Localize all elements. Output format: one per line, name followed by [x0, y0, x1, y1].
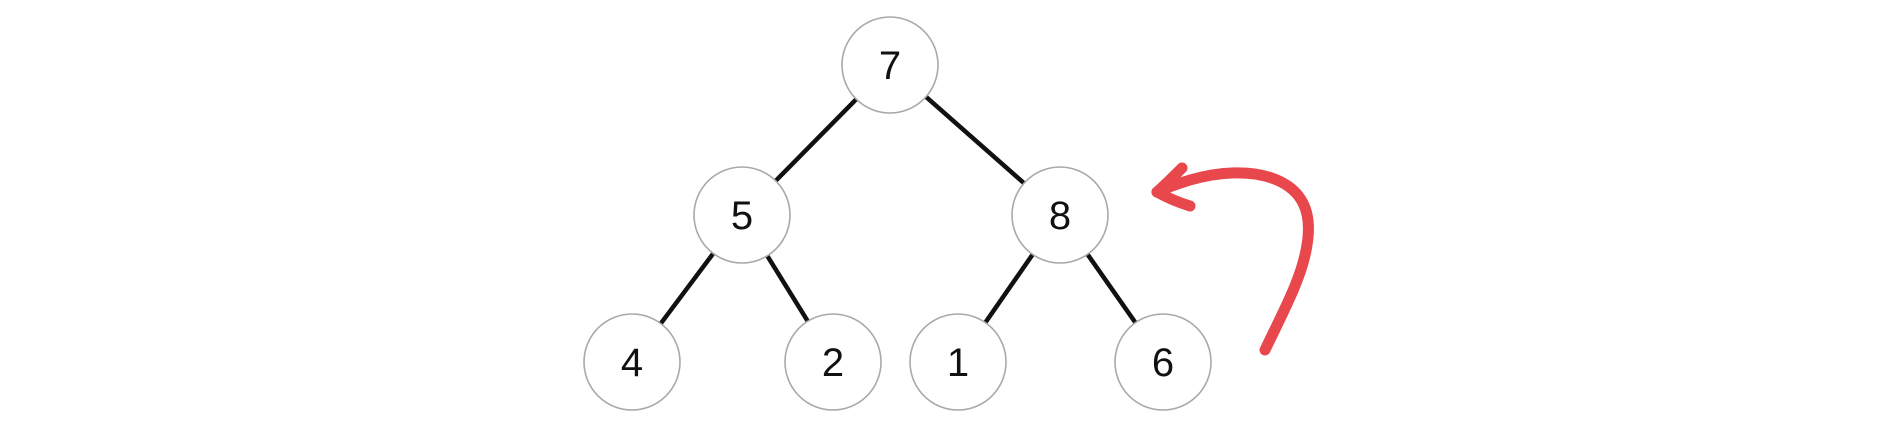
edge-5-4	[658, 252, 716, 325]
tree-node-6[interactable]: 6	[1114, 313, 1212, 411]
tree-node-2[interactable]: 2	[784, 313, 882, 411]
node-label: 6	[1152, 341, 1174, 385]
tree-node-8[interactable]: 8	[1011, 166, 1109, 264]
edge-8-1	[983, 253, 1035, 324]
node-circle	[1114, 313, 1212, 411]
edge-8-6	[1085, 253, 1138, 324]
tree-node-5[interactable]: 5	[693, 166, 791, 264]
node-label: 7	[879, 44, 901, 88]
node-circle	[1011, 166, 1109, 264]
tree-node-4[interactable]: 4	[583, 313, 681, 411]
tree-node-1[interactable]: 1	[909, 313, 1007, 411]
node-circle	[909, 313, 1007, 411]
node-circle	[841, 16, 939, 114]
node-label: 2	[822, 341, 844, 385]
red-arrow-barb-lower	[1151, 186, 1196, 212]
edge-7-5	[774, 97, 858, 183]
red-arrow-shaft	[1151, 167, 1314, 356]
tree-edges	[658, 95, 1138, 325]
tree-nodes: 7 5 8 4 2 1 6	[583, 16, 1212, 411]
node-label: 5	[731, 194, 753, 238]
edge-7-8	[924, 95, 1026, 185]
node-circle	[784, 313, 882, 411]
node-label: 1	[947, 341, 969, 385]
node-circle	[583, 313, 681, 411]
tree-node-7[interactable]: 7	[841, 16, 939, 114]
edge-5-2	[765, 254, 810, 323]
node-label: 4	[621, 341, 643, 385]
red-arrow-annotation	[1151, 162, 1314, 356]
node-circle	[693, 166, 791, 264]
node-label: 8	[1049, 194, 1071, 238]
